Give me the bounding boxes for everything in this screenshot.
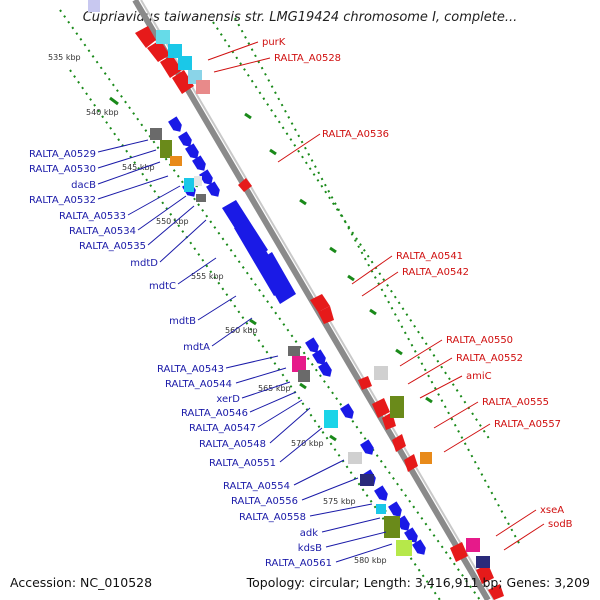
tick-label: 535 kbp xyxy=(48,53,81,62)
gene-label: RALTA_A0550 xyxy=(446,335,513,346)
accession-text: Accession: NC_010528 xyxy=(10,575,153,590)
left-leader-lines xyxy=(97,139,393,563)
gc-track-outer-left xyxy=(59,9,481,600)
gene-label: RALTA_A0533 xyxy=(59,211,126,222)
gene-label: mdtD xyxy=(130,258,158,269)
gene-label: RALTA_A0543 xyxy=(157,364,224,375)
gene-label: dacB xyxy=(71,180,96,191)
gene-label: RALTA_A0530 xyxy=(29,164,96,175)
feature-blocks[interactable] xyxy=(88,0,490,568)
gc-track-inner-left xyxy=(69,69,441,600)
map-title: Cupriavidus taiwanensis str. LMG19424 ch… xyxy=(82,10,518,25)
gene-label: mdtC xyxy=(149,281,176,292)
gene-label: RALTA_A0547 xyxy=(189,423,256,434)
gene-label: RALTA_A0554 xyxy=(223,481,290,492)
gene-label: RALTA_A0552 xyxy=(456,353,523,364)
gene-label: amiC xyxy=(466,371,492,382)
gene-label: RALTA_A0529 xyxy=(29,149,96,160)
gene-label: RALTA_A0556 xyxy=(231,496,298,507)
gc-skew-marks xyxy=(109,96,433,514)
gene-label: RALTA_A0555 xyxy=(482,397,549,408)
gene-label: RALTA_A0544 xyxy=(165,379,232,390)
gene-label: mdtA xyxy=(183,342,210,353)
gene-label: RALTA_A0548 xyxy=(199,439,266,450)
tick-label: 545 kbp xyxy=(122,163,155,172)
gene-label: RALTA_A0532 xyxy=(29,195,96,206)
tick-label: 570 kbp xyxy=(291,439,324,448)
tick-label: 540 kbp xyxy=(86,108,119,117)
gene-label: RALTA_A0535 xyxy=(79,241,146,252)
reverse-genes[interactable] xyxy=(135,26,504,600)
gene-label: mdtB xyxy=(169,316,196,327)
gene-label: RALTA_A0528 xyxy=(274,53,341,64)
tick-label: 580 kbp xyxy=(354,556,387,565)
gene-label: RALTA_A0561 xyxy=(265,558,332,569)
gene-label: adk xyxy=(300,528,318,539)
gene-label: RALTA_A0546 xyxy=(181,408,248,419)
forward-genes[interactable] xyxy=(168,116,429,558)
tick-label: 550 kbp xyxy=(156,217,189,226)
right-leader-lines xyxy=(207,41,545,551)
gene-label: xseA xyxy=(540,505,564,516)
gc-track-far-right xyxy=(234,17,521,546)
tick-label: 555 kbp xyxy=(191,272,224,281)
gene-label: RALTA_A0551 xyxy=(209,458,276,469)
gene-label: RALTA_A0558 xyxy=(239,512,306,523)
gene-label: RALTA_A0542 xyxy=(402,267,469,278)
gene-label: RALTA_A0534 xyxy=(69,226,136,237)
gene-label: RALTA_A0557 xyxy=(494,419,561,430)
position-ticks: 535 kbp 540 kbp 545 kbp 550 kbp 555 kbp … xyxy=(48,53,387,565)
gene-label: RALTA_A0536 xyxy=(322,129,389,140)
tick-label: 560 kbp xyxy=(225,326,258,335)
gene-label: sodB xyxy=(548,519,573,530)
gene-label: RALTA_A0541 xyxy=(396,251,463,262)
gene-label: purK xyxy=(262,37,286,48)
tick-label: 565 kbp xyxy=(258,384,291,393)
right-labels: purK RALTA_A0528 RALTA_A0536 RALTA_A0541… xyxy=(262,37,573,530)
tick-label: 575 kbp xyxy=(323,497,356,506)
gene-label: kdsB xyxy=(298,543,322,554)
genome-summary: Topology: circular; Length: 3,416,911 bp… xyxy=(246,575,590,590)
left-labels: RALTA_A0529 RALTA_A0530 dacB RALTA_A0532… xyxy=(29,149,332,569)
gene-label: xerD xyxy=(216,394,240,405)
